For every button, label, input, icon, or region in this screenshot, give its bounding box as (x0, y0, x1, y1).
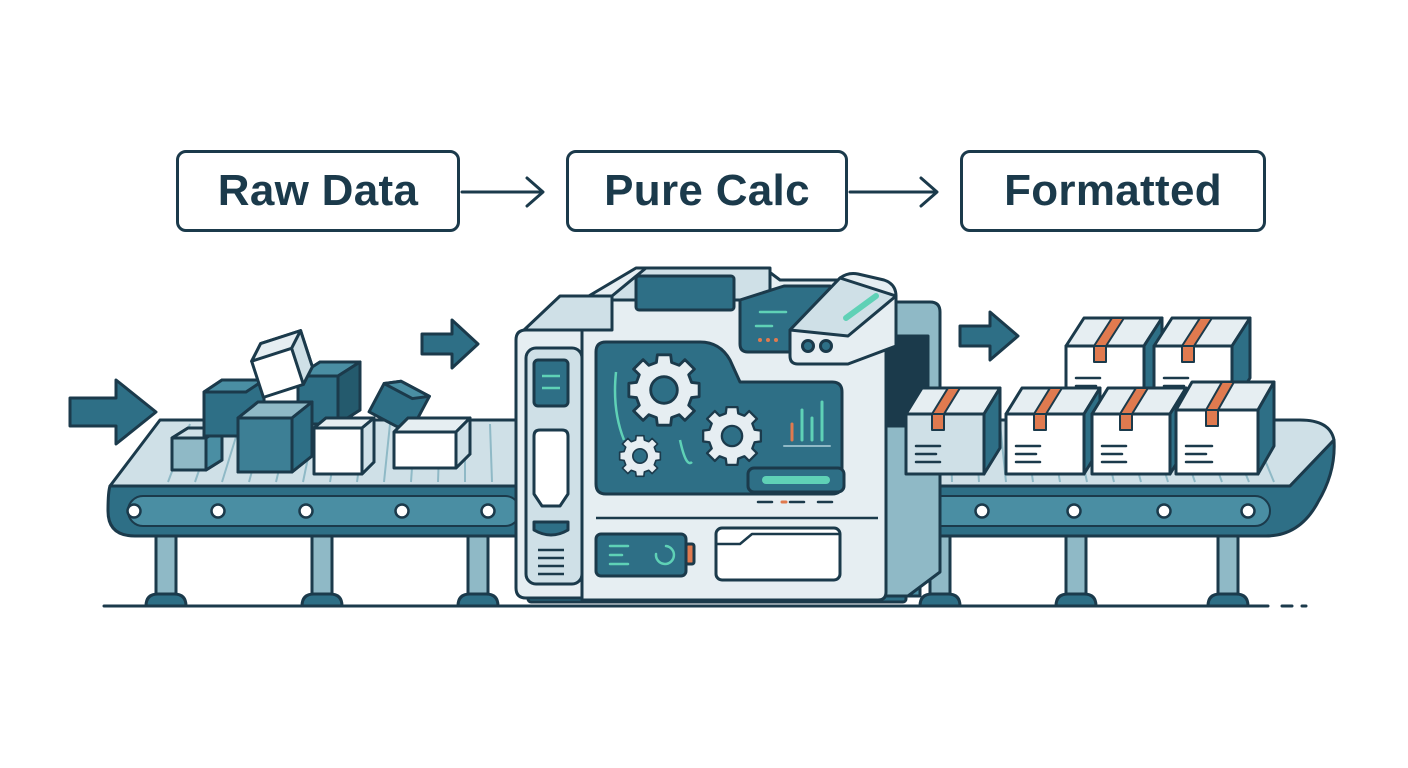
package-box-icon (312, 416, 376, 476)
document-lines-icon (1100, 444, 1128, 464)
stage-label-raw-data: Raw Data (176, 150, 460, 232)
arrow-right-icon (848, 176, 939, 208)
pure-calc-machine (514, 266, 942, 604)
gear-icon (627, 353, 701, 427)
arrow-right-icon (460, 176, 545, 208)
arrow-right-icon (420, 318, 480, 370)
package-box-icon (1174, 380, 1276, 476)
raw-data-boxes (170, 329, 472, 476)
package-box-icon (1064, 316, 1164, 408)
package-box-icon (1004, 386, 1102, 476)
stage-label-formatted: Formatted (960, 150, 1266, 232)
package-box-icon (904, 386, 1002, 476)
gear-icon (618, 434, 662, 478)
package-box-icon (236, 400, 314, 474)
stage-label-pure-calc: Pure Calc (566, 150, 848, 232)
gear-icon (701, 405, 763, 467)
document-lines-icon (1014, 444, 1042, 464)
arrow-right-icon (68, 378, 158, 446)
package-box-icon (1090, 386, 1188, 476)
bar-chart-icon (783, 400, 831, 447)
document-lines-icon (914, 444, 942, 464)
document-lines-icon (1184, 444, 1214, 464)
package-box-icon (367, 379, 431, 429)
arrow-right-icon (958, 310, 1020, 362)
package-box-icon (250, 329, 314, 399)
formatted-packages (904, 316, 1276, 476)
package-box-icon (392, 416, 472, 470)
